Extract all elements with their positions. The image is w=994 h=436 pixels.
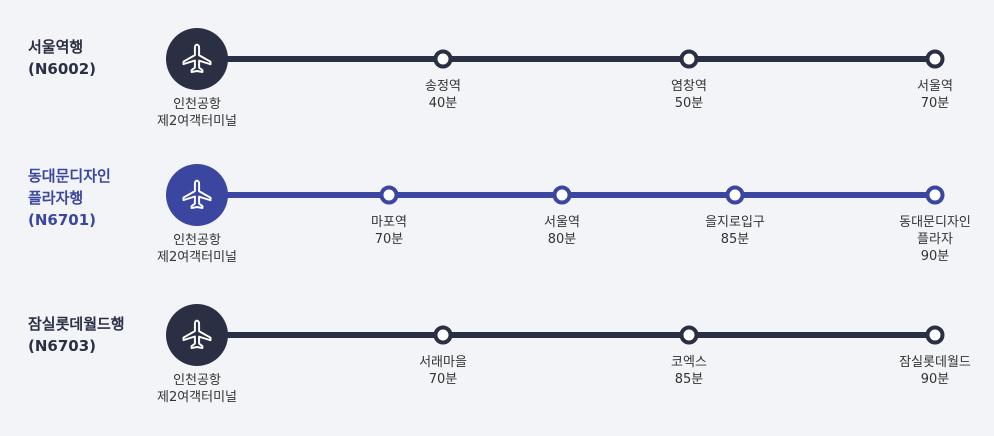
airplane-icon [182, 179, 212, 210]
origin-label: 인천공항 제2여객터미널 [157, 96, 237, 130]
route-code: (N6701) [28, 211, 97, 229]
route-title-line: 플라자행 [28, 189, 84, 207]
stop-time: 40분 [428, 96, 458, 111]
stop-marker [552, 185, 572, 205]
stop-time: 70분 [428, 372, 458, 387]
stop-marker [925, 185, 945, 205]
stop-marker [433, 49, 453, 69]
stop-name: 을지로입구 [705, 215, 765, 230]
stop-marker [925, 49, 945, 69]
stop-marker [725, 185, 745, 205]
origin-label: 인천공항 제2여객터미널 [157, 232, 237, 266]
airplane-icon [182, 43, 212, 74]
airport-origin-badge [166, 28, 228, 90]
route-title-line: 동대문디자인 [28, 167, 111, 185]
airport-origin-badge [166, 304, 228, 366]
stop-name-continued: 플라자 [917, 232, 953, 247]
stop-time: 90분 [920, 372, 950, 387]
stop-time: 85분 [674, 372, 704, 387]
origin-terminal: 제2여객터미널 [156, 250, 238, 265]
stop-time: 80분 [547, 232, 577, 247]
origin-name: 인천공항 [173, 97, 221, 112]
airplane-icon [182, 319, 212, 350]
origin-terminal: 제2여객터미널 [156, 390, 238, 405]
route-line [196, 56, 936, 62]
airport-origin-badge [166, 164, 228, 226]
stop-time: 85분 [720, 232, 750, 247]
stop-name: 송정역 [425, 79, 461, 94]
stop-name: 잠실롯데월드 [899, 355, 971, 370]
origin-terminal: 제2여객터미널 [156, 114, 238, 129]
stop-label: 송정역 40분 [425, 78, 461, 112]
origin-name: 인천공항 [173, 373, 221, 388]
stop-marker [433, 325, 453, 345]
stop-label: 서울역 70분 [917, 78, 953, 112]
route-title-line: 서울역행 [28, 38, 84, 56]
stop-marker [925, 325, 945, 345]
stop-time: 50분 [674, 96, 704, 111]
stop-marker [679, 325, 699, 345]
stop-label: 잠실롯데월드 90분 [899, 354, 971, 388]
stop-time: 70분 [920, 96, 950, 111]
stop-label: 염창역 50분 [671, 78, 707, 112]
stop-time: 70분 [374, 232, 404, 247]
stop-marker [679, 49, 699, 69]
stop-name: 서래마을 [419, 355, 467, 370]
route-code: (N6002) [28, 60, 97, 78]
route-title-line: 잠실롯데월드행 [28, 315, 125, 333]
stop-time: 90분 [920, 249, 950, 264]
route-title: 서울역행 (N6002) [28, 36, 96, 80]
stop-label: 동대문디자인 플라자 90분 [899, 214, 971, 265]
stop-name: 마포역 [371, 215, 407, 230]
stop-label: 코엑스 85분 [671, 354, 707, 388]
stop-label: 서울역 80분 [544, 214, 580, 248]
route-line [196, 332, 936, 338]
stop-label: 서래마을 70분 [419, 354, 467, 388]
stop-name: 서울역 [917, 79, 953, 94]
stop-marker [379, 185, 399, 205]
origin-name: 인천공항 [173, 233, 221, 248]
stop-name: 염창역 [671, 79, 707, 94]
origin-label: 인천공항 제2여객터미널 [157, 372, 237, 406]
route-code: (N6703) [28, 337, 97, 355]
stop-name: 코엑스 [671, 355, 707, 370]
stop-name: 동대문디자인 [899, 215, 971, 230]
stop-label: 마포역 70분 [371, 214, 407, 248]
route-title: 잠실롯데월드행 (N6703) [28, 313, 125, 357]
route-title: 동대문디자인 플라자행 (N6701) [28, 165, 111, 231]
stop-name: 서울역 [544, 215, 580, 230]
stop-label: 을지로입구 85분 [705, 214, 765, 248]
